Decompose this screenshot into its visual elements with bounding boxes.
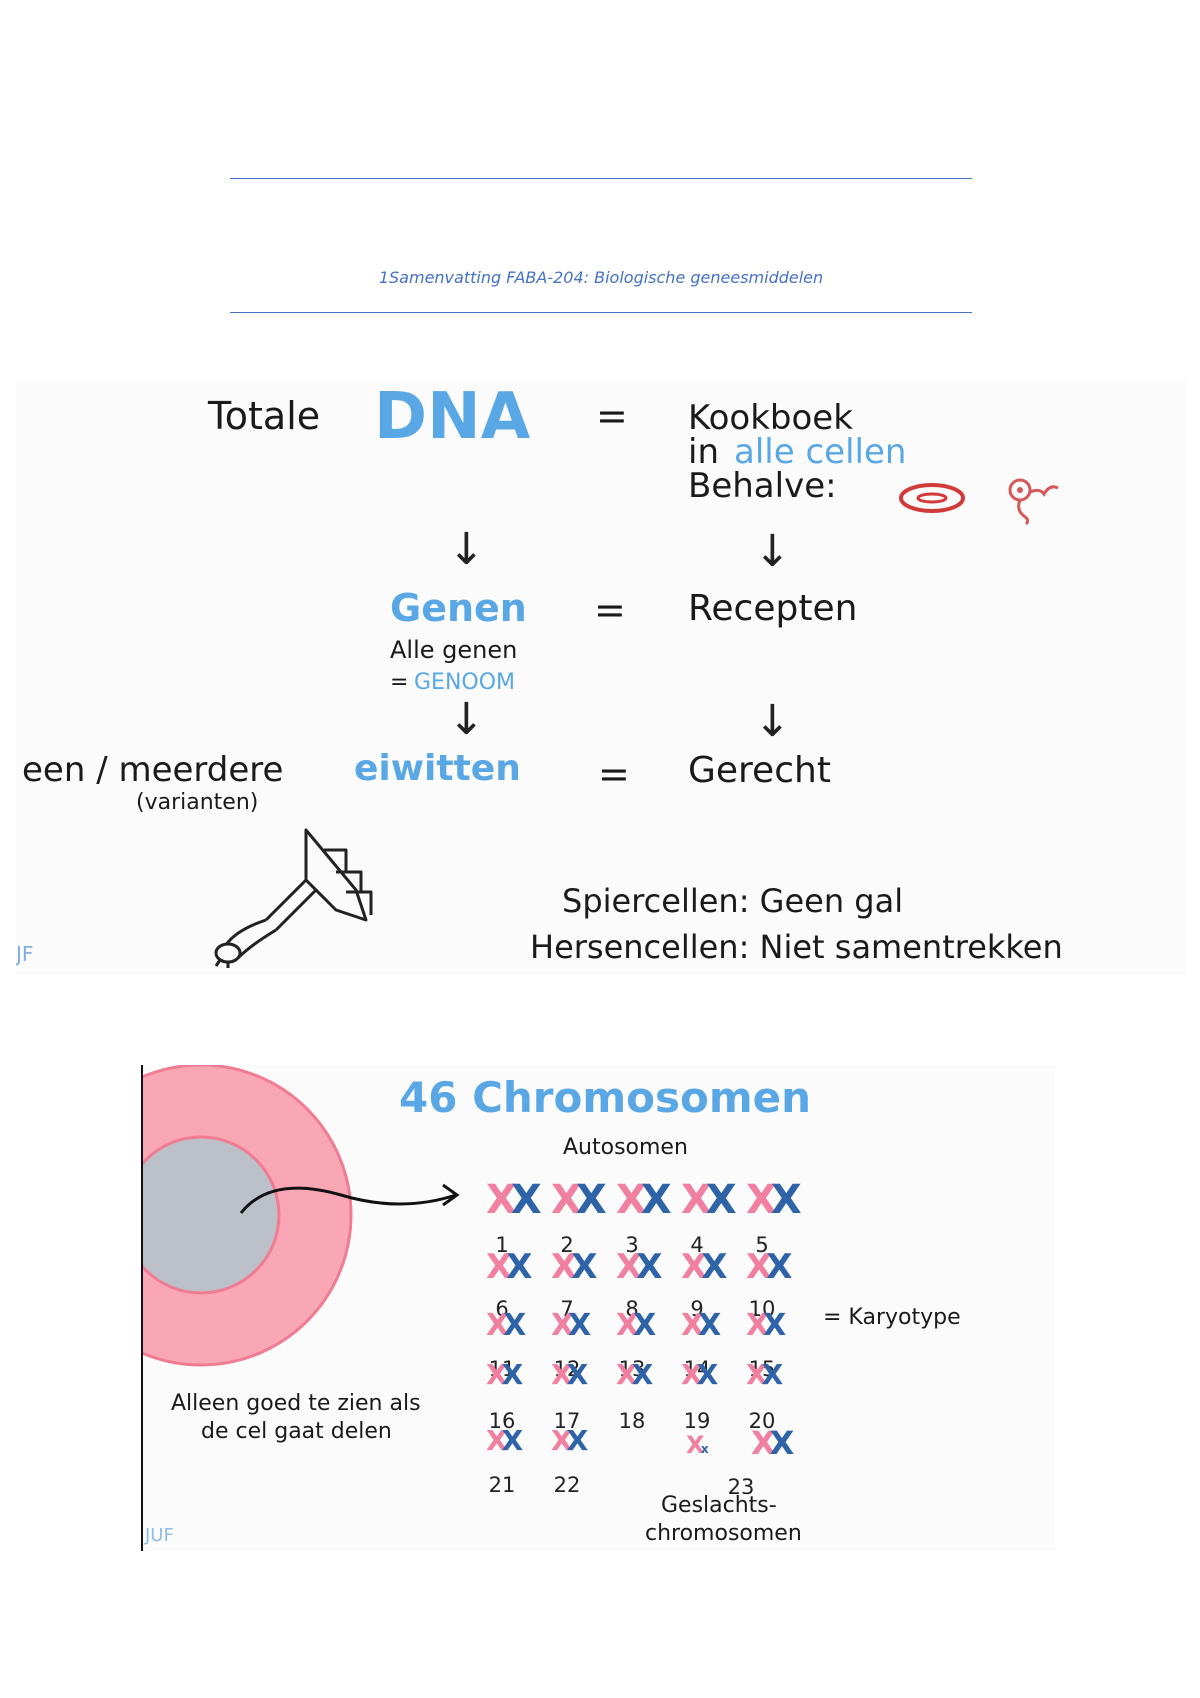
arrow-down-right-2: ↓ [754,696,791,747]
pair-number-19: 19 [683,1409,711,1433]
protein-structure-icon [214,828,373,968]
chromosome-pair-22: XX [551,1424,588,1457]
arrow-down-right-1: ↓ [754,526,791,577]
chromosome-pair-3: XX [616,1177,672,1223]
chromosome-23-x: X x [686,1431,708,1459]
chromosome-pair-13: XX [616,1308,656,1343]
pair-number-13: 13 [618,1357,646,1381]
label-alle-cellen: alle cellen [734,432,907,472]
chromosome-pair-9: XX [681,1247,728,1287]
label-in: in [688,432,719,472]
pair-number-20: 20 [748,1409,776,1433]
chromosome-pair-5: XX [746,1177,802,1223]
chromosome-pair-19: XX [681,1358,718,1391]
cell-note-line2: de cel gaat delen [201,1419,392,1444]
label-gerecht: Gerecht [688,750,831,791]
header-bottom-rule [230,312,972,313]
label-behalve: Behalve: [688,466,837,506]
slide2-watermark: JUF [145,1525,174,1546]
chromosome-pair-10: XX [746,1247,793,1287]
label-autosomen: Autosomen [563,1135,688,1160]
term-genen: Genen [390,586,527,630]
chromosome-pair-16: XX [486,1358,523,1391]
dna-cookbook-slide: Totale DNA = Kookboek in alle cellen Beh… [16,380,1186,975]
chromosome-pair-21: XX [486,1424,523,1457]
label-recepten: Recepten [688,588,858,629]
pair-number-15: 15 [748,1357,776,1381]
pair-number-7: 7 [560,1297,574,1321]
chromosome-pair-15: XX [746,1308,786,1343]
chromosome-23-xx: XX [751,1424,794,1462]
header-top-rule [230,178,972,179]
pair-number-21: 21 [488,1473,516,1497]
pair-number-10: 10 [748,1297,776,1321]
curved-arrow-icon [239,1183,460,1214]
label-kookboek: Kookboek [688,398,853,438]
pair-number-17: 17 [553,1409,581,1433]
label-een-meerdere: een / meerdere [22,750,284,790]
red-blood-cell-icon [899,483,965,513]
term-eiwitten: eiwitten [354,748,521,789]
slide2-title: 46 Chromosomen [399,1073,811,1122]
pair-number-22: 22 [553,1473,581,1497]
pair-number-6: 6 [495,1297,509,1321]
chromosome-pair-4: XX [681,1177,737,1223]
label-varianten: (varianten) [136,790,259,815]
chromosome-pair-6: XX [486,1247,533,1287]
term-genoom: GENOOM [414,670,516,695]
chromosome-pair-17: XX [551,1358,588,1391]
chromosome-pair-18: XX [616,1358,653,1391]
pair-number-8: 8 [625,1297,639,1321]
term-dna: DNA [374,380,531,454]
label-totale: Totale [208,394,321,438]
slide1-watermark: JF [16,942,34,966]
pair-number-23: 23 [727,1475,755,1499]
arrow-down-left-2: ↓ [448,694,485,745]
pair-number-3: 3 [625,1233,639,1257]
pair-number-14: 14 [683,1357,711,1381]
label-karyotype: = Karyotype [823,1305,961,1330]
chromosome-pair-1: XX [486,1177,542,1223]
label-alle-genen: Alle genen [390,636,518,664]
label-equals-genoom: = [390,670,409,695]
cell-note-line1: Alleen goed te zien als [171,1391,421,1416]
chromosome-pair-8: XX [616,1247,663,1287]
sperm-cell-icon [1008,478,1059,526]
pair-number-11: 11 [488,1357,516,1381]
pair-number-9: 9 [690,1297,704,1321]
chromosome-pair-14: XX [681,1308,721,1343]
chromosome-pair-12: XX [551,1308,591,1343]
pair-number-18: 18 [618,1409,646,1433]
pair-number-2: 2 [560,1233,574,1257]
pair-number-1: 1 [495,1233,509,1257]
equals-2: = [594,588,626,632]
slide2-left-border [141,1065,143,1551]
chromosome-pair-11: XX [486,1308,526,1343]
page-header-title: 1Samenvatting FABA-204: Biologische gene… [378,268,824,287]
chromosome-pair-7: XX [551,1247,598,1287]
chromosome-pair-20: XX [746,1358,783,1391]
arrow-down-left-1: ↓ [448,524,485,575]
pair-number-16: 16 [488,1409,516,1433]
equals-1: = [596,394,628,438]
equals-3: = [598,752,630,796]
pair-number-4: 4 [690,1233,704,1257]
cell-nucleus-diagram [141,1065,353,1367]
label-hersencellen: Hersencellen: Niet samentrekken [530,928,1063,966]
pair-number-5: 5 [755,1233,769,1257]
label-geslachts: Geslachts- [661,1493,777,1518]
chromosome-pair-2: XX [551,1177,607,1223]
pair-number-12: 12 [553,1357,581,1381]
label-chromosomen: chromosomen [645,1521,802,1546]
label-spiercellen: Spiercellen: Geen gal [562,882,904,920]
